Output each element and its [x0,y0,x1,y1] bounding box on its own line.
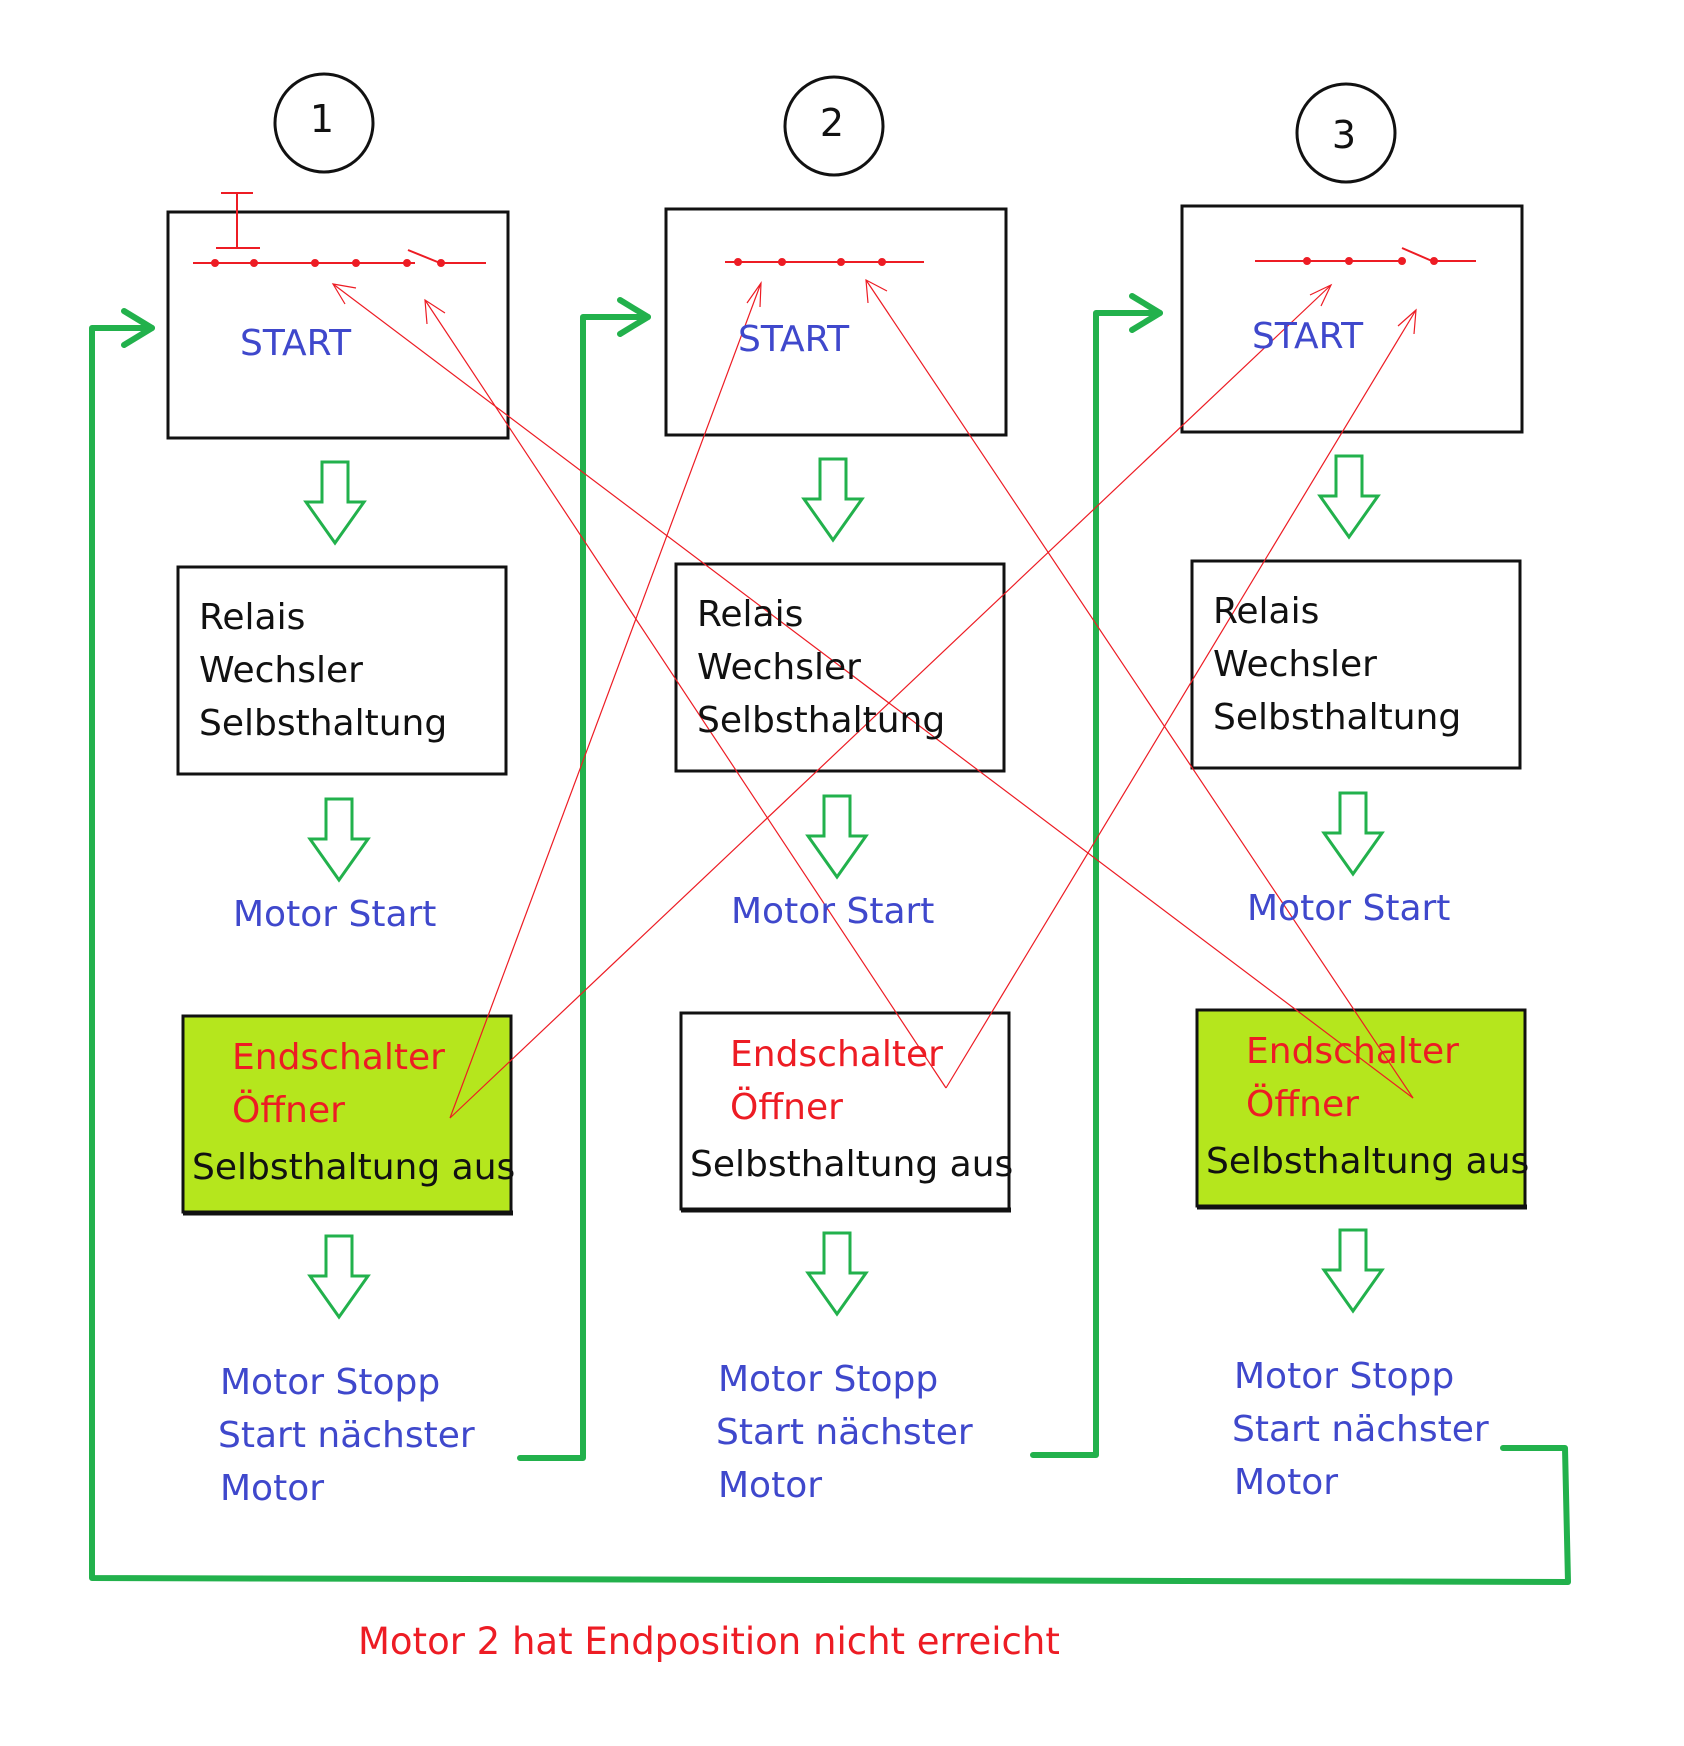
endschalter-label-3: Endschalter [1246,1031,1459,1072]
down-arrow-3c [1321,1228,1385,1314]
contact-symbol-3 [1255,247,1476,265]
start-label-2: START [738,319,850,360]
oeffner-label-2: Öffner [730,1087,843,1128]
start-label-1: START [240,323,352,364]
stop-text-1-line-3: Motor [220,1468,325,1509]
signal-line-e2-s1 [424,299,947,1089]
contact-symbol-2 [725,258,924,266]
down-arrow-3a [1317,454,1381,540]
feed-line-3-to-1 [89,325,1571,1585]
down-arrow-1a [303,460,367,546]
feed-line-1-to-2 [517,314,651,1461]
contact-symbol-1 [193,192,486,267]
relay-text-2-line-1: Relais [697,594,804,635]
signal-line-e1-s3 [449,284,1332,1119]
step-circle-2 [783,75,885,177]
down-arrow-2b [805,794,869,880]
selbsthaltung-aus-label-3: Selbsthaltung aus [1206,1141,1530,1182]
relay-text-3-line-3: Selbsthaltung [1213,697,1462,738]
relay-text-2-line-2: Wechsler [697,647,861,688]
relay-box-3 [1190,559,1522,770]
stop-text-3-line-1: Motor Stopp [1234,1356,1455,1397]
oeffner-label-3: Öffner [1246,1084,1359,1125]
step-number-1: 1 [309,97,335,141]
start-label-3: START [1252,316,1364,357]
relay-box-2 [674,562,1006,773]
step-circle-3 [1295,82,1397,184]
selbsthaltung-aus-label-1: Selbsthaltung aus [192,1147,516,1188]
motor-start-label-3: Motor Start [1247,888,1451,929]
stop-text-1-line-2: Start nächster [218,1415,475,1456]
down-arrow-2a [801,457,865,543]
motor-start-label-2: Motor Start [731,891,935,932]
signal-line-e1-s2 [449,282,762,1119]
start-box-3 [1180,204,1524,434]
relay-text-1-line-2: Wechsler [199,650,363,691]
relay-text-1-line-1: Relais [199,597,306,638]
start-box-2 [664,207,1008,437]
relay-text-3-line-1: Relais [1213,591,1320,632]
stop-text-1-line-1: Motor Stopp [220,1362,441,1403]
down-arrow-1b [307,797,371,883]
feed-line-2-to-3 [1030,310,1163,1458]
step-number-3: 3 [1331,113,1357,157]
endschalter-box-3 [1195,1008,1527,1208]
selbsthaltung-aus-label-2: Selbsthaltung aus [690,1144,1014,1185]
motor-start-label-1: Motor Start [233,894,437,935]
signal-line-e3-s1 [332,283,1414,1099]
down-arrow-3b [1321,791,1385,877]
stop-text-2-line-2: Start nächster [716,1412,973,1453]
down-arrow-1c [307,1234,371,1320]
step-circle-1 [273,72,375,174]
diagram-caption: Motor 2 hat Endposition nicht erreicht [358,1620,1060,1663]
relay-text-2-line-3: Selbsthaltung [697,700,946,741]
endschalter-label-2: Endschalter [730,1034,943,1075]
relay-text-1-line-3: Selbsthaltung [199,703,448,744]
relay-text-3-line-2: Wechsler [1213,644,1377,685]
endschalter-box-1 [181,1014,513,1214]
stop-text-2-line-3: Motor [718,1465,823,1506]
endschalter-box-2 [679,1011,1011,1211]
stop-text-3-line-2: Start nächster [1232,1409,1489,1450]
signal-line-e2-s3 [945,309,1417,1089]
signal-line-e3-s2 [865,279,1414,1099]
stop-text-2-line-1: Motor Stopp [718,1359,939,1400]
relay-box-1 [176,565,508,776]
start-box-1 [166,210,510,440]
down-arrow-2c [805,1231,869,1317]
oeffner-label-1: Öffner [232,1090,345,1131]
step-number-2: 2 [819,101,845,145]
stop-text-3-line-3: Motor [1234,1462,1339,1503]
endschalter-label-1: Endschalter [232,1037,445,1078]
